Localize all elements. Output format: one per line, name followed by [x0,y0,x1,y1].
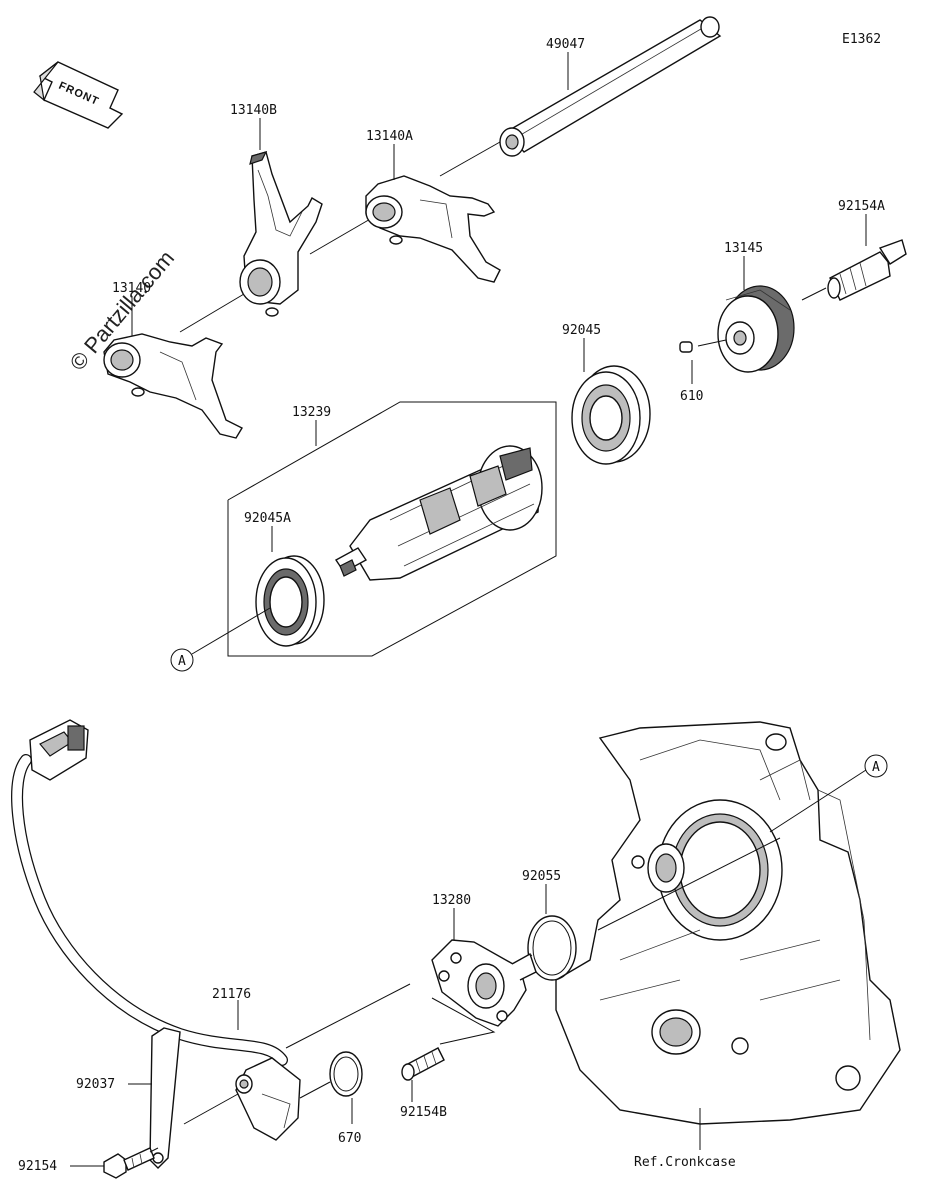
shift-fork-13140B [239,151,323,317]
front-arrow-icon: FRONT [33,61,124,129]
callout-13140B: 13140B [230,103,277,118]
callout-92055: 92055 [522,869,561,884]
gear-position-sensor-13280 [431,939,537,1027]
shift-cam-13145 [717,285,795,373]
callout-ref-crankcase: Ref.Cronkcase [634,1155,736,1170]
callout-13140A: 13140A [366,129,413,144]
callout-13140: 13140 [112,281,151,296]
oil-seal-92045A [255,555,325,647]
callout-21176: 21176 [212,987,251,1002]
bolt-92154B [401,1047,445,1081]
callout-610: 610 [680,389,703,404]
callout-13239: 13239 [292,405,331,420]
pin-610 [679,341,693,353]
diagram-id-label: E1362 [842,32,881,47]
callout-A-upper: A [178,654,186,669]
callout-92154A: 92154A [838,199,885,214]
o-ring-92055 [527,915,577,981]
o-ring-670 [329,1051,363,1097]
callout-92045: 92045 [562,323,601,338]
callout-92154: 92154 [18,1159,57,1174]
crankcase-reference [555,721,901,1125]
bearing-92045 [571,365,651,465]
callout-92154B: 92154B [400,1105,447,1120]
bolt-92154 [103,1147,155,1179]
callout-A-lower: A [872,760,880,775]
clamp-92037 [149,1027,181,1169]
shift-fork-13140 [103,333,243,439]
shift-drum-13239 [334,445,543,581]
callout-92045A: 92045A [244,511,291,526]
callout-92037: 92037 [76,1077,115,1092]
callout-13145: 13145 [724,241,763,256]
shift-fork-13140A [365,175,501,283]
callout-13280: 13280 [432,893,471,908]
callout-670: 670 [338,1131,361,1146]
bolt-92154A [827,239,907,301]
shaft-49047 [499,16,722,157]
callout-49047: 49047 [546,37,585,52]
wire-harness-21176 [11,719,301,1141]
